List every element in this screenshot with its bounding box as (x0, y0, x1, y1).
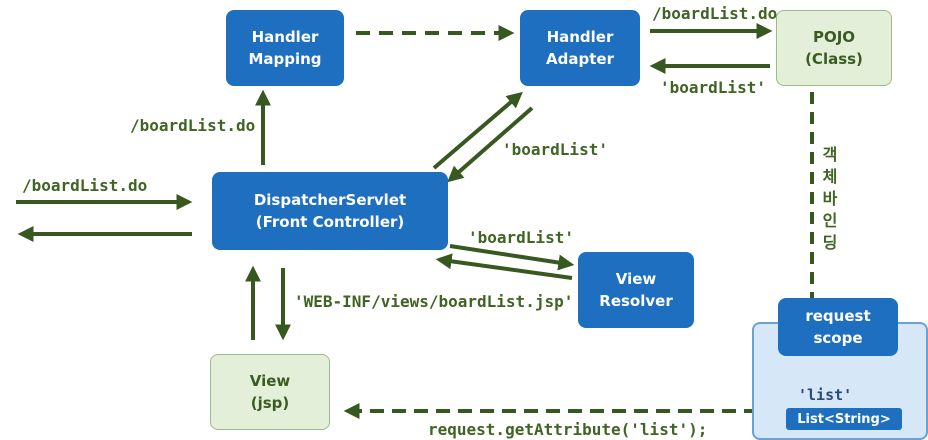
label-adapter-return: 'boardList' (502, 140, 608, 159)
label-client-request: /boardList.do (22, 176, 148, 195)
view-jsp-box: View (jsp) (210, 354, 330, 430)
label-pojo-return: 'boardList' (660, 78, 766, 97)
arrow-dispatcher-to-resolver (449, 244, 575, 271)
arrow-dispatcher-to-adapter (432, 91, 523, 170)
arrow-resolver-to-dispatcher (435, 253, 573, 280)
label-to-pojo: /boardList.do (652, 4, 778, 23)
label-to-mapping: /boardList.do (130, 116, 256, 135)
label-object-binding: 객 체 바 인 딩 (822, 145, 838, 252)
request-scope-box: request scope (778, 298, 898, 356)
label-resolver-return: 'WEB-INF/views/boardList.jsp' (294, 292, 574, 311)
view-resolver-box: View Resolver (578, 252, 694, 328)
arrow-adapter-to-dispatcher (447, 106, 534, 183)
dispatcher-servlet-box: DispatcherServlet (Front Controller) (212, 172, 448, 250)
pojo-box: POJO (Class) (776, 10, 892, 86)
list-attribute-label: 'list' (798, 386, 853, 404)
handler-adapter-box: Handler Adapter (520, 10, 640, 86)
label-get-attribute: request.getAttribute('list'); (428, 420, 708, 439)
list-type-badge: List<String> (786, 408, 902, 430)
handler-mapping-box: Handler Mapping (226, 10, 344, 86)
label-to-resolver: 'boardList' (468, 228, 574, 247)
